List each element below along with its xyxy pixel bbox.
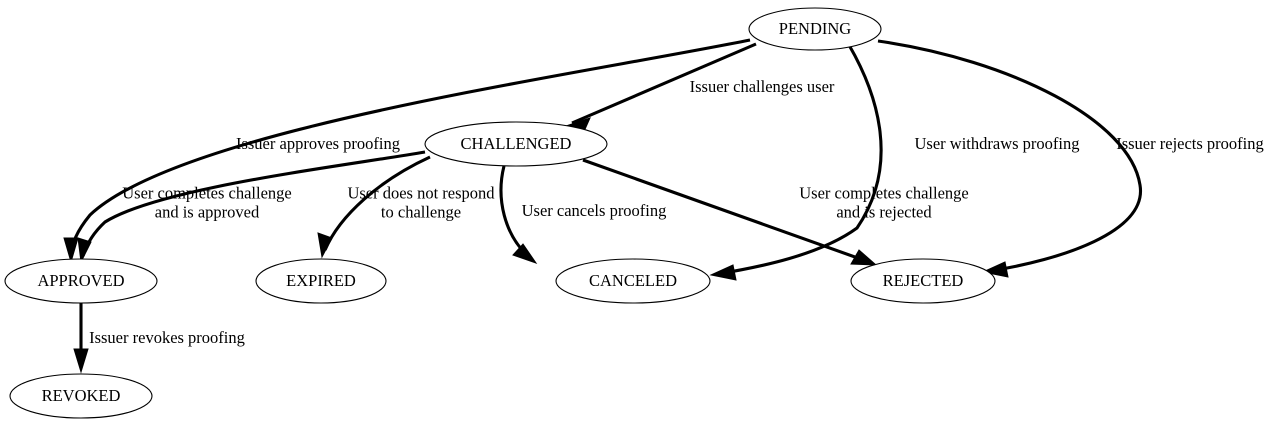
- node-pending[interactable]: PENDING: [748, 7, 882, 51]
- edge-label-line: User completes challenge: [122, 183, 292, 202]
- edge-line: [571, 42, 757, 125]
- arrowhead-icon: [63, 237, 79, 264]
- edge-line: [877, 39, 1142, 273]
- edge-label-approved-revoked: Issuer revokes proofing: [89, 328, 245, 347]
- arrowhead-icon: [317, 232, 333, 259]
- edge-label-pending-canceled: User withdraws proofing: [915, 134, 1080, 153]
- edge-challenged-approved: [77, 150, 426, 264]
- node-label: EXPIRED: [286, 271, 356, 290]
- arrowhead-icon: [850, 249, 878, 266]
- node-challenged[interactable]: CHALLENGED: [424, 121, 608, 167]
- node-label: REJECTED: [883, 271, 964, 290]
- node-label: CHALLENGED: [461, 134, 572, 153]
- node-approved[interactable]: APPROVED: [4, 258, 158, 304]
- arrowhead-icon: [73, 348, 89, 374]
- edge-label-line: Issuer approves proofing: [236, 134, 400, 153]
- edge-label-line: Issuer challenges user: [690, 77, 835, 96]
- edge-label-line: Issuer revokes proofing: [89, 328, 245, 347]
- edge-label-line: User withdraws proofing: [915, 134, 1080, 153]
- node-shape: [9, 373, 153, 419]
- node-canceled[interactable]: CANCELED: [555, 258, 711, 304]
- edge-pending-rejected: [877, 39, 1142, 278]
- edge-label-line: User cancels proofing: [522, 201, 667, 220]
- edge-label-line: and is rejected: [836, 202, 932, 221]
- edge-label-challenged-canceled: User cancels proofing: [522, 201, 667, 220]
- edge-line: [81, 150, 426, 257]
- node-label: REVOKED: [42, 386, 121, 405]
- node-shape: [850, 258, 996, 304]
- arrowhead-icon: [709, 264, 737, 281]
- edge-pending-approved: [63, 38, 751, 264]
- edge-label-pending-approved: Issuer approves proofing: [236, 134, 400, 153]
- node-shape: [255, 258, 387, 304]
- node-expired[interactable]: EXPIRED: [255, 258, 387, 304]
- edge-line: [717, 44, 883, 276]
- node-shape: [424, 121, 608, 167]
- node-shape: [4, 258, 158, 304]
- edge-label-line: User completes challenge: [799, 183, 969, 202]
- node-shape: [748, 7, 882, 51]
- arrowhead-icon: [512, 243, 538, 264]
- edge-label-pending-challenged: Issuer challenges user: [690, 77, 835, 96]
- edge-label-line: to challenge: [381, 202, 461, 221]
- edge-label-pending-rejected: Issuer rejects proofing: [1116, 134, 1264, 153]
- edge-challenged-rejected: [582, 158, 878, 266]
- edge-label-line: Issuer rejects proofing: [1116, 134, 1264, 153]
- edge-line: [69, 38, 751, 256]
- edge-label-line: and is approved: [155, 202, 260, 221]
- arrowhead-icon: [77, 237, 92, 264]
- edge-label-line: User does not respond: [347, 183, 495, 202]
- node-label: CANCELED: [589, 271, 677, 290]
- node-label: APPROVED: [37, 271, 124, 290]
- nodes-layer: PENDING CHALLENGED APPROVED EXPIRED CANCELED…: [4, 7, 996, 419]
- node-shape: [555, 258, 711, 304]
- node-label: PENDING: [779, 19, 851, 38]
- edge-pending-canceled: [709, 44, 883, 281]
- edge-approved-revoked: [73, 303, 89, 374]
- node-rejected[interactable]: REJECTED: [850, 258, 996, 304]
- edge-challenged-canceled: [499, 165, 538, 264]
- edge-line: [582, 158, 870, 264]
- edge-challenged-expired: [317, 155, 431, 259]
- node-revoked[interactable]: REVOKED: [9, 373, 153, 419]
